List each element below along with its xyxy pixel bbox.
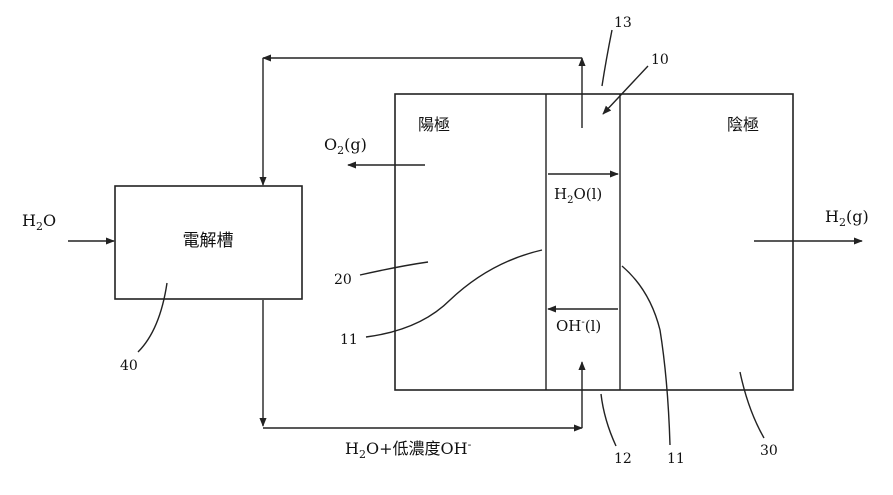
ref-20: 20 (334, 272, 352, 288)
electrolyzer-label: 電解槽 (183, 231, 234, 251)
ref-11-left: 11 (340, 332, 358, 348)
ref-30: 30 (760, 443, 778, 459)
h2o-liquid-label: H2O(l) (554, 185, 602, 206)
ref-11-right: 11 (667, 451, 685, 467)
cathode-label: 陰極 (727, 115, 759, 134)
anode-label: 陽極 (418, 115, 450, 134)
leader-12 (601, 394, 616, 446)
oh-liquid-label: OH-(l) (556, 317, 601, 335)
h2o-in-label: H2O (22, 211, 56, 233)
ref-10: 10 (651, 52, 669, 68)
return-flow-label: H2O+低濃度OH- (345, 438, 472, 461)
cell-frame (395, 94, 793, 390)
ref-12: 12 (614, 451, 632, 467)
leader-13 (602, 30, 612, 86)
ref-40: 40 (120, 358, 138, 374)
o2-out-label: O2(g) (324, 135, 367, 157)
ref-13: 13 (614, 15, 632, 31)
h2-out-label: H2(g) (825, 207, 869, 229)
